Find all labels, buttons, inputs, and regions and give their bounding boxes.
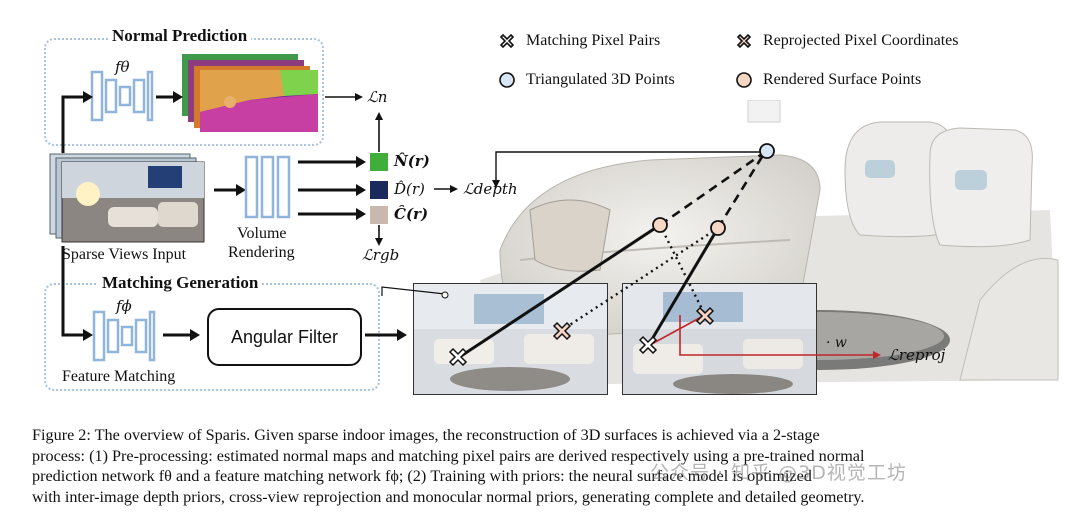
- legend-reprojected-pixel-coordinates: Reprojected Pixel Coordinates: [735, 32, 959, 50]
- normal-output-label: N̂(r): [394, 152, 430, 170]
- matching-network-icon: [92, 310, 156, 362]
- input-to-render-arrow: [214, 184, 246, 196]
- geometry-overlay: [381, 143, 881, 367]
- legend-label: Triangulated 3D Points: [526, 71, 675, 88]
- normal-flow-arrows: [61, 91, 363, 153]
- matching-network-label: fϕ: [116, 297, 132, 315]
- normal-output-swatch: [370, 153, 388, 171]
- loss-reproj: ℒreproj: [888, 346, 946, 364]
- reproj-weight: · w: [826, 335, 847, 351]
- legend-triangulated-3d-points: Triangulated 3D Points: [498, 71, 675, 89]
- feature-matching-label: Feature Matching: [62, 368, 176, 385]
- normal-prediction-title: Normal Prediction: [108, 26, 252, 46]
- caption-line: prediction network fθ and a feature matc…: [32, 467, 812, 485]
- volume-rendering-label-2: Rendering: [228, 244, 295, 261]
- color-output-label: Ĉ(r): [394, 205, 429, 223]
- circle-marker-peach-icon: [736, 72, 752, 88]
- sparse-views-label: Sparse Views Input: [62, 246, 187, 263]
- loss-arrows: [375, 112, 458, 246]
- legend-matching-pixel-pairs: Matching Pixel Pairs: [498, 32, 660, 50]
- matching-flow-arrows: [61, 246, 407, 341]
- matching-view-left: [413, 283, 608, 395]
- caption-line: with inter-image depth priors, cross-vie…: [32, 487, 865, 506]
- volume-rendering-label-1: Volume: [237, 225, 287, 242]
- angular-filter-box: Angular Filter: [207, 308, 362, 366]
- normal-network-icon: [90, 70, 154, 122]
- cross-marker-icon: [499, 33, 515, 49]
- loss-rgb: ℒrgb: [362, 246, 400, 264]
- legend-rendered-surface-points: Rendered Surface Points: [735, 71, 921, 89]
- color-output-swatch: [370, 206, 388, 224]
- angular-filter-label: Angular Filter: [230, 326, 339, 347]
- figure-caption: Figure 2: The overview of Sparis. Given …: [32, 425, 1052, 507]
- cross-marker-filled-icon: [736, 33, 752, 49]
- normal-maps-stack: [182, 54, 318, 132]
- matching-generation-title: Matching Generation: [98, 273, 263, 293]
- legend-label: Rendered Surface Points: [763, 71, 922, 88]
- normal-network-label: fθ: [115, 58, 130, 76]
- volume-rendering-icon: [244, 155, 291, 219]
- legend-label: Matching Pixel Pairs: [526, 32, 661, 49]
- loss-depth: ℒdepth: [463, 180, 518, 198]
- legend-label: Reprojected Pixel Coordinates: [763, 32, 959, 49]
- circle-marker-blue-icon: [499, 72, 515, 88]
- depth-output-swatch: [370, 181, 388, 199]
- render-output-arrows: [298, 156, 366, 220]
- depth-output-label: D̂(r): [394, 180, 425, 198]
- caption-line: Figure 2: The overview of Sparis. Given …: [32, 426, 820, 444]
- caption-line: process: (1) Pre-processing: estimated n…: [32, 446, 865, 465]
- watermark: 公众号 · 知乎 @3D视觉工坊: [650, 462, 907, 484]
- sparse-views-stack: [49, 153, 205, 243]
- loss-normal: ℒn: [367, 88, 388, 106]
